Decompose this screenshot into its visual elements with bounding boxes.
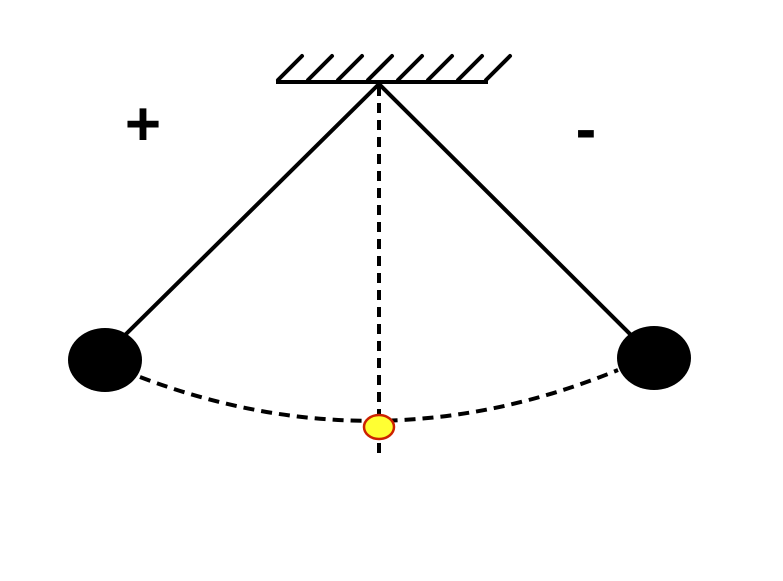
ceiling-support: [276, 54, 512, 84]
right-bob: [617, 326, 691, 390]
left-bob: [68, 328, 142, 392]
right-string: [377, 82, 640, 344]
ceiling-hatching: [276, 54, 512, 82]
left-string: [116, 82, 381, 344]
equilibrium-point-icon: [362, 413, 396, 441]
minus-sign-label: -: [576, 95, 597, 164]
plus-sign-label: +: [125, 90, 161, 159]
